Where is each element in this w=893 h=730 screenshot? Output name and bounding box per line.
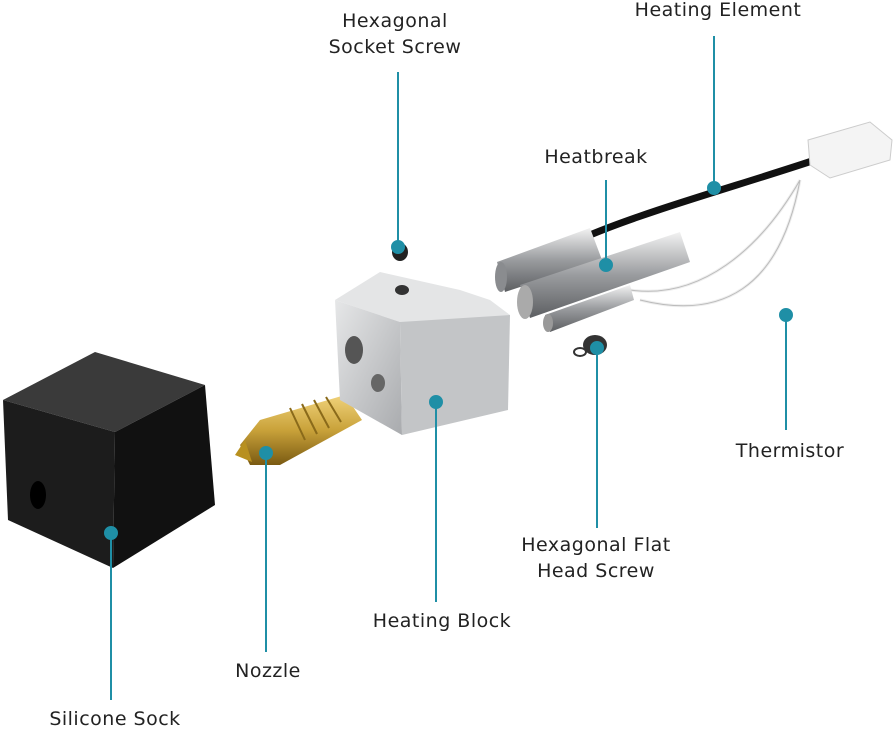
leader-hex-socket-screw bbox=[391, 72, 405, 254]
label-line: Hexagonal bbox=[342, 10, 448, 32]
label-hex-flat-head-screw: Hexagonal Flat Head Screw bbox=[521, 532, 671, 584]
label-thermistor: Thermistor bbox=[735, 440, 845, 462]
label-line: Head Screw bbox=[537, 560, 655, 582]
leader-nozzle bbox=[259, 446, 273, 652]
label-line: Hexagonal Flat bbox=[521, 534, 671, 556]
label-line: Socket Screw bbox=[328, 36, 462, 58]
heating-block-part bbox=[335, 272, 510, 435]
label-heating-block: Heating Block bbox=[372, 610, 512, 632]
leader-silicone-sock bbox=[104, 526, 118, 700]
nozzle-part bbox=[235, 395, 362, 465]
label-heating-element: Heating Element bbox=[634, 0, 802, 21]
leader-hex-flat-head-screw bbox=[590, 341, 604, 528]
label-silicone-sock: Silicone Sock bbox=[49, 708, 181, 730]
heater-assembly-part bbox=[495, 121, 893, 332]
label-heatbreak: Heatbreak bbox=[544, 146, 648, 168]
silicone-sock-part bbox=[3, 352, 215, 568]
leader-heatbreak bbox=[599, 180, 613, 272]
label-hex-socket-screw: Hexagonal Socket Screw bbox=[329, 8, 462, 60]
label-nozzle: Nozzle bbox=[235, 660, 301, 682]
leader-heating-element bbox=[707, 36, 721, 195]
leader-heating-block bbox=[429, 395, 443, 602]
leader-thermistor bbox=[779, 308, 793, 430]
